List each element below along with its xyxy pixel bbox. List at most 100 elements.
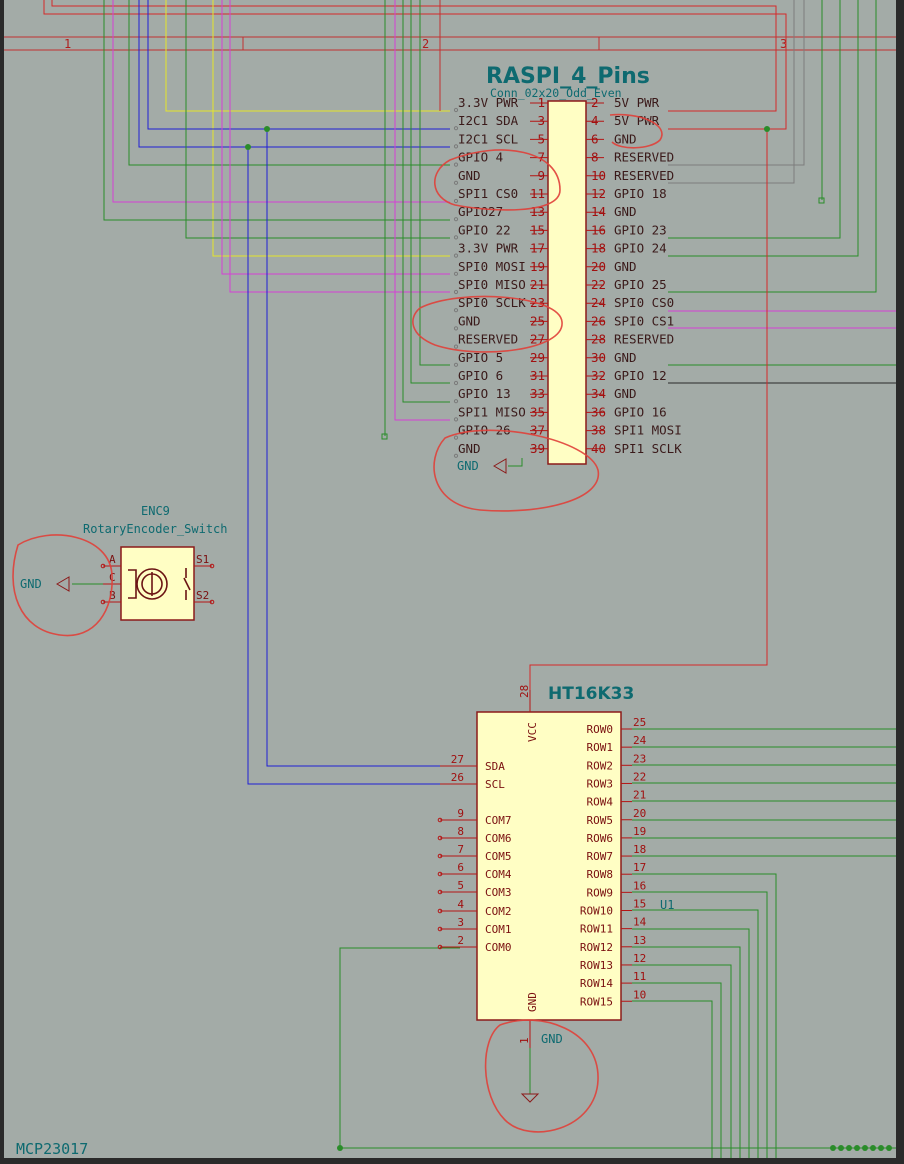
raspi-pin-number: 34 [591,386,606,401]
raspi-pin-label: 3.3V PWR [458,241,519,256]
chip-pin-label: COM2 [485,905,512,918]
svg-text:GND: GND [457,459,479,473]
raspi-pin-number: 25 [530,313,545,328]
raspi-pin-endpoint [453,417,459,422]
raspi-pin-number: 24 [591,295,606,310]
chip-pin-label: COM7 [485,814,512,827]
raspi-pin-number: 18 [591,241,606,256]
chip-pin-number: 4 [457,898,464,911]
raspi-pin-number: 9 [537,168,545,183]
raspi-pin-number: 14 [591,204,606,219]
sheet-border: 1 2 3 [4,36,896,51]
raspi-pin-number: 21 [530,277,545,292]
raspi-pin-number: 12 [591,186,606,201]
raspi-pin-label: RESERVED [614,168,674,183]
raspi-pin-number: 33 [530,386,545,401]
vcc-pin-number: 28 [518,685,531,698]
raspi-pin-number: 5 [537,131,545,146]
chip-pin-number: 25 [633,716,646,729]
chip-pin-label: ROW0 [587,723,614,736]
chip-pin-number: 26 [451,771,464,784]
raspi-pin-label: SPI1 MISO [458,404,526,419]
chip-pin-number: 10 [633,988,646,1001]
raspi-pin-endpoint [453,435,459,440]
chip-pin-label: ROW12 [580,941,613,954]
chip-pin-number: 17 [633,861,646,874]
encoder-pin-s1: S1 [196,553,209,566]
chip-ref: U1 [660,898,674,912]
zone-label-1: 1 [64,37,71,51]
chip-pin-endpoint [437,889,443,895]
unconnected-markers [381,197,825,440]
rotary-encoder[interactable]: ENC9 RotaryEncoder_Switch A C B S1 S2 [20,504,228,621]
raspi-pin-label: GND [458,168,481,183]
raspi-pin-number: 11 [530,186,545,201]
raspi-footprint: Conn_02x20_Odd_Even [490,86,622,100]
raspi-pin-endpoint [453,326,459,331]
chip-pin-number: 21 [633,789,646,802]
raspi-pin-label: GPIO 22 [458,222,511,237]
raspi-pin-number: 26 [591,313,606,328]
chip-pin-endpoint [437,835,443,841]
raspi-pin-endpoint [453,126,459,131]
raspi-pin-label: GPIO 13 [458,386,511,401]
chip-pin-number: 16 [633,879,646,892]
raspi-pin-number: 3 [537,113,545,128]
raspi-pin-label: SPI0 MOSI [458,259,526,274]
raspi-pin-endpoint [453,380,459,386]
chip-pin-number: 19 [633,825,646,838]
encoder-body [120,546,195,621]
svg-text:GND: GND [541,1032,563,1046]
raspi-pin-label: GPIO 5 [458,350,503,365]
chip-right-pins: 25ROW024ROW123ROW222ROW321ROW420ROW519RO… [580,716,647,1008]
chip-pin-label: ROW1 [587,741,614,754]
raspi-pin-endpoint [453,308,459,313]
chip-pin-number: 12 [633,952,646,965]
chip-pin-number: 22 [633,770,646,783]
raspi-pin-number: 38 [591,423,606,438]
raspi-pin-label: RESERVED [614,332,674,347]
chip-pin-number: 13 [633,934,646,947]
raspi-pin-label: GND [458,441,481,456]
chip-pin-endpoint [437,908,443,914]
ht16k33-chip[interactable]: HT16K33 U1 28 VCC GND 1 GND 27SDA26SCL9C… [437,684,674,1103]
raspi-pin-label: SPI1 MOSI [614,423,682,438]
raspi-pin-label: RESERVED [614,150,674,165]
raspi-pin-number: 2 [591,95,599,110]
chip-pin-number: 9 [457,807,464,820]
chip-body [476,711,622,1021]
chip-pin-label: SDA [485,760,505,773]
chip-pin-label: ROW14 [580,977,613,990]
chip-pin-label: ROW6 [587,832,614,845]
raspi-pin-label: SPI0 CS0 [614,295,674,310]
chip-pin-number: 11 [633,970,646,983]
encoder-ref: ENC9 [141,504,170,518]
raspi-pin-endpoint [453,271,459,276]
raspi-pin-endpoint [453,235,459,240]
raspi-pin-endpoint [453,217,459,222]
svg-text:GND: GND [20,577,42,591]
raspi-pin-endpoint [453,344,459,349]
gnd-pin-label: GND [526,992,539,1012]
raspi-pin-label: GPIO 24 [614,241,667,256]
chip-pin-number: 20 [633,807,646,820]
chip-pin-number: 2 [457,934,464,947]
raspi-pin-label: GPIO 25 [614,277,667,292]
chip-pin-label: ROW4 [587,796,614,809]
raspi-pin-number: 35 [530,404,545,419]
chip-pin-number: 6 [457,861,464,874]
raspi-pin-label: SPI0 MISO [458,277,526,292]
chip-pin-label: ROW13 [580,959,613,972]
raspi-pin-label: 5V PWR [614,113,660,128]
raspi-pin-endpoint [453,162,459,167]
raspi-pin-label: GPIO 12 [614,368,667,383]
encoder-pin-s2: S2 [196,589,209,602]
raspi-pin-endpoint [453,198,459,204]
raspi-pin-endpoint [453,180,459,185]
junction-dots [245,126,892,1151]
raspi-pin-endpoint [453,362,459,367]
chip-pin-number: 5 [457,879,464,892]
encoder-pin-a: A [109,553,116,566]
raspi-pin-endpoint [453,289,459,295]
